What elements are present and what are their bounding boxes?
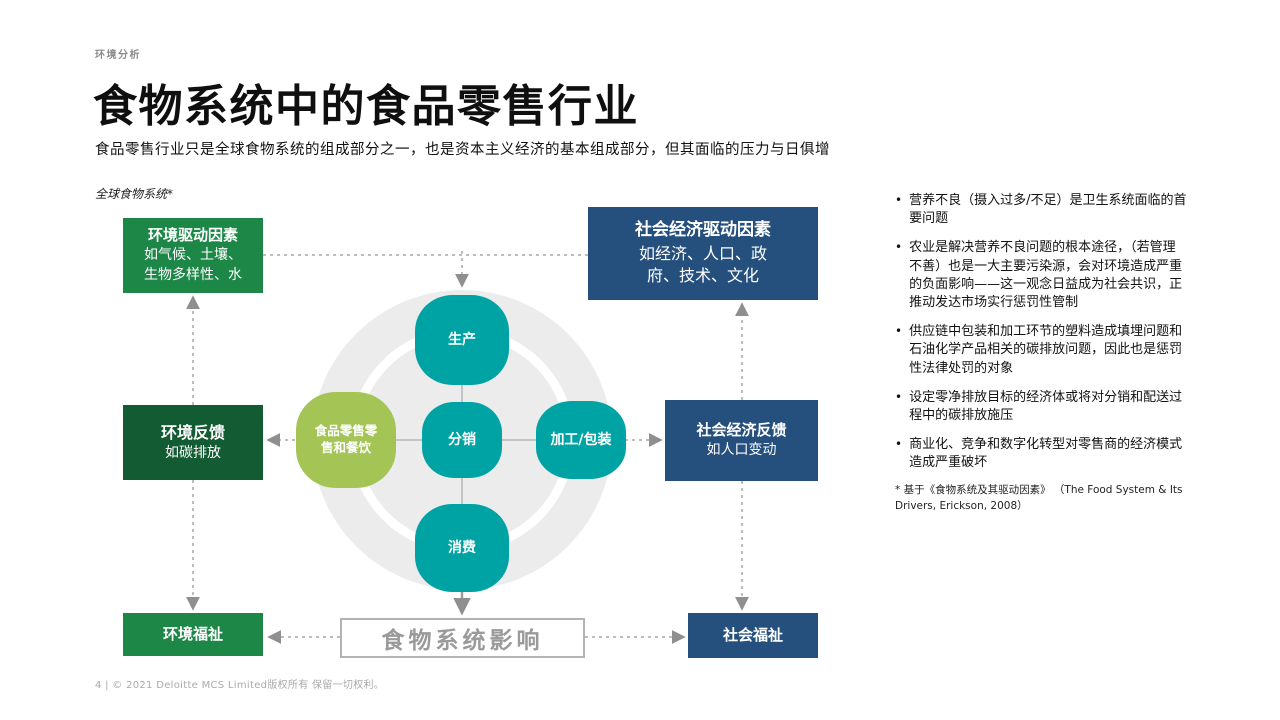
page-title: 食物系统中的食品零售行业 (93, 81, 639, 132)
flow-arrows (186, 251, 749, 644)
key-point: 设定零净排放目标的经济体或将对分销和配送过程中的碳排放施压 (895, 389, 1187, 425)
box-title: 环境驱动因素 (147, 226, 238, 245)
box-environment-welfare: 环境福祉 (123, 613, 263, 656)
box-title: 社会经济驱动因素 (635, 220, 771, 241)
box-environment-drivers: 环境驱动因素 如气候、土壤、 生物多样性、水 (123, 218, 263, 293)
section-label: 环境分析 (95, 50, 141, 61)
source-footnote: * 基于《食物系统及其驱动因素》 （The Food System & Its … (895, 484, 1183, 512)
node-consumption: 消费 (415, 504, 509, 592)
node-distribution: 分销 (422, 402, 502, 478)
box-detail: 如经济、人口、政 府、技术、文化 (638, 244, 767, 286)
slide-footer: 4 | © 2021 Deloitte MCS Limited版权所有 保留一切… (95, 680, 385, 691)
node-food-retail: 食品零售零 售和餐饮 (296, 392, 396, 488)
key-points-panel: 营养不良（摄入过多/不足）是卫生系统面临的首要问题 农业是解决营养不良问题的根本… (895, 192, 1187, 514)
box-socioeconomic-drivers: 社会经济驱动因素 如经济、人口、政 府、技术、文化 (588, 207, 818, 300)
diagram-label: 全球食物系统* (95, 187, 174, 201)
box-environment-feedback: 环境反馈 如碳排放 (123, 405, 263, 480)
box-detail: 如气候、土壤、 生物多样性、水 (144, 247, 242, 283)
box-socioeconomic-feedback: 社会经济反馈 如人口变动 (665, 400, 818, 481)
key-point-text: 营养不良（摄入过多/不足）是卫生系统面临的首要问题 (909, 193, 1187, 227)
page-subtitle: 食品零售行业只是全球食物系统的组成部分之一，也是资本主义经济的基本组成部分，但其… (95, 142, 830, 158)
box-detail: 如人口变动 (706, 442, 777, 459)
node-processing-packaging: 加工/包装 (536, 401, 626, 479)
key-point: 供应链中包装和加工环节的塑料造成填埋问题和石油化学产品相关的碳排放问题，因此也是… (895, 323, 1187, 378)
key-point-text: 供应链中包装和加工环节的塑料造成填埋问题和石油化学产品相关的碳排放问题，因此也是… (909, 324, 1183, 376)
key-point-text: 农业是解决营养不良问题的根本途径，（若管理不善）也是一大主要污染源，会对环境造成… (909, 240, 1183, 310)
box-title: 环境反馈 (160, 422, 225, 442)
key-point-text: 设定零净排放目标的经济体或将对分销和配送过程中的碳排放施压 (909, 389, 1183, 423)
node-production: 生产 (415, 295, 509, 385)
key-point: 农业是解决营养不良问题的根本途径，（若管理不善）也是一大主要污染源，会对环境造成… (895, 239, 1187, 312)
box-detail: 如碳排放 (165, 444, 221, 461)
box-social-welfare: 社会福祉 (688, 613, 818, 658)
key-point: 营养不良（摄入过多/不足）是卫生系统面临的首要问题 (895, 192, 1187, 228)
key-point: 商业化、竞争和数字化转型对零售商的经济模式造成严重破坏 (895, 436, 1187, 472)
box-title: 社会福祉 (722, 626, 783, 644)
food-system-impact-box: 食物系统影响 (340, 618, 585, 658)
food-system-diagram: 全球食物系统* (95, 185, 825, 665)
key-point-text: 商业化、竞争和数字化转型对零售商的经济模式造成严重破坏 (909, 437, 1183, 471)
box-title: 社会经济反馈 (696, 421, 787, 440)
box-title: 环境福祉 (162, 625, 223, 643)
